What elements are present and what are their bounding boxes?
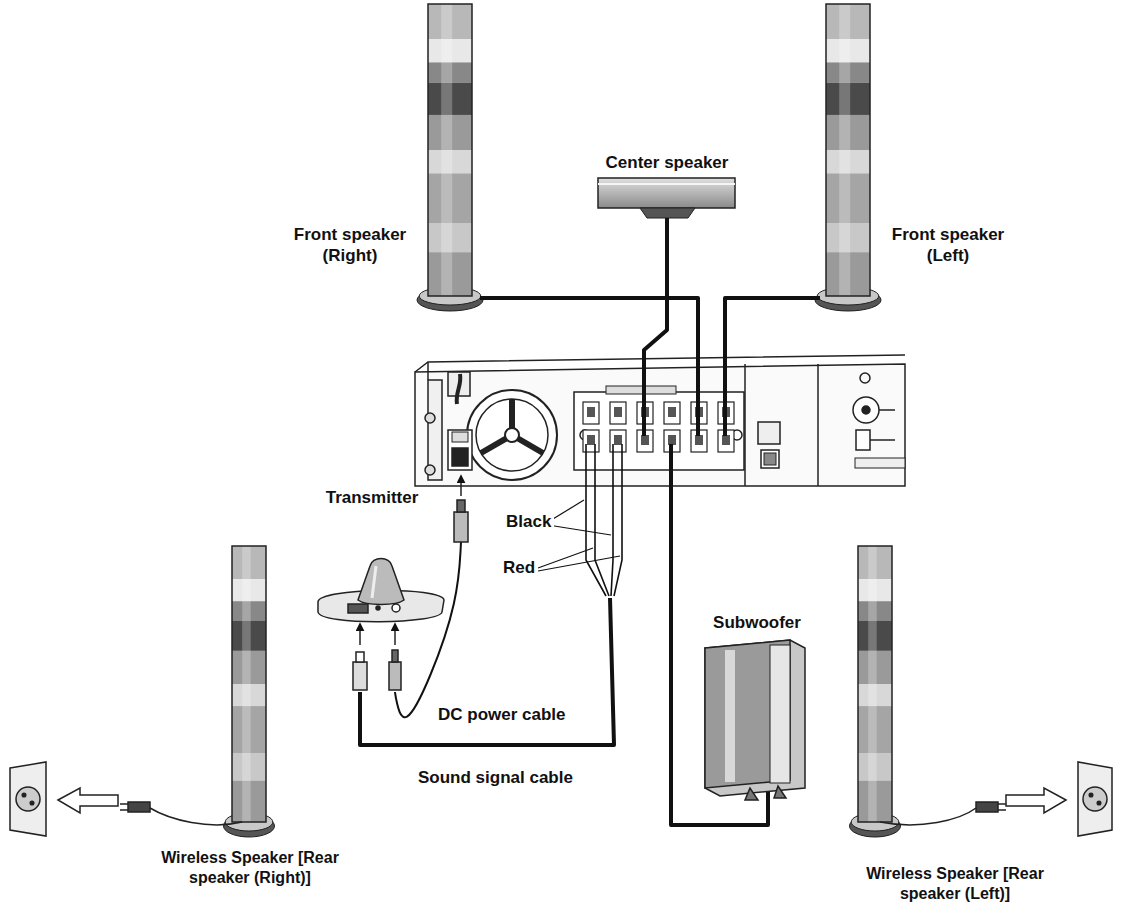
device-label: Wireless Speaker [Rear speaker (Right)]	[155, 848, 345, 888]
cable-label: DC power cable	[435, 705, 569, 725]
speaker-wires	[360, 218, 820, 825]
speaker-terminals	[583, 402, 734, 452]
device-label: Front speaker (Left)	[886, 224, 1011, 267]
wall-outlets	[10, 762, 1112, 836]
device-label: Transmitter	[326, 487, 419, 508]
subwoofer-unit	[705, 640, 805, 800]
cable-label: Black	[503, 512, 554, 532]
tower-speaker	[815, 4, 881, 311]
tower-speaker	[417, 4, 483, 311]
device-label: Wireless Speaker [Rear speaker (Left)]	[860, 864, 1050, 904]
device-name: Wireless Speaker [Rear speaker (Left)]	[860, 864, 1050, 904]
device-label: Front speaker (Right)	[288, 224, 413, 267]
transmitter-unit	[318, 559, 444, 622]
device-name: Transmitter	[326, 487, 419, 508]
device-label: Center speaker	[606, 152, 729, 173]
cable-label: Sound signal cable	[415, 768, 576, 788]
tower-speaker	[224, 546, 275, 837]
device-name: Wireless Speaker [Rear speaker (Right)]	[155, 848, 345, 888]
cable-label: Red	[500, 558, 538, 578]
cable-plugs	[353, 476, 468, 690]
center-speaker	[598, 178, 735, 218]
device-name: Front speaker (Left)	[886, 224, 1011, 267]
tower-speakers	[224, 4, 901, 837]
receiver-unit	[415, 355, 905, 486]
device-name: Center speaker	[606, 152, 729, 173]
device-label: Subwoofer	[713, 612, 801, 633]
device-name: Subwoofer	[713, 612, 801, 633]
device-name: Front speaker (Right)	[288, 224, 413, 267]
tower-speaker	[850, 546, 901, 837]
